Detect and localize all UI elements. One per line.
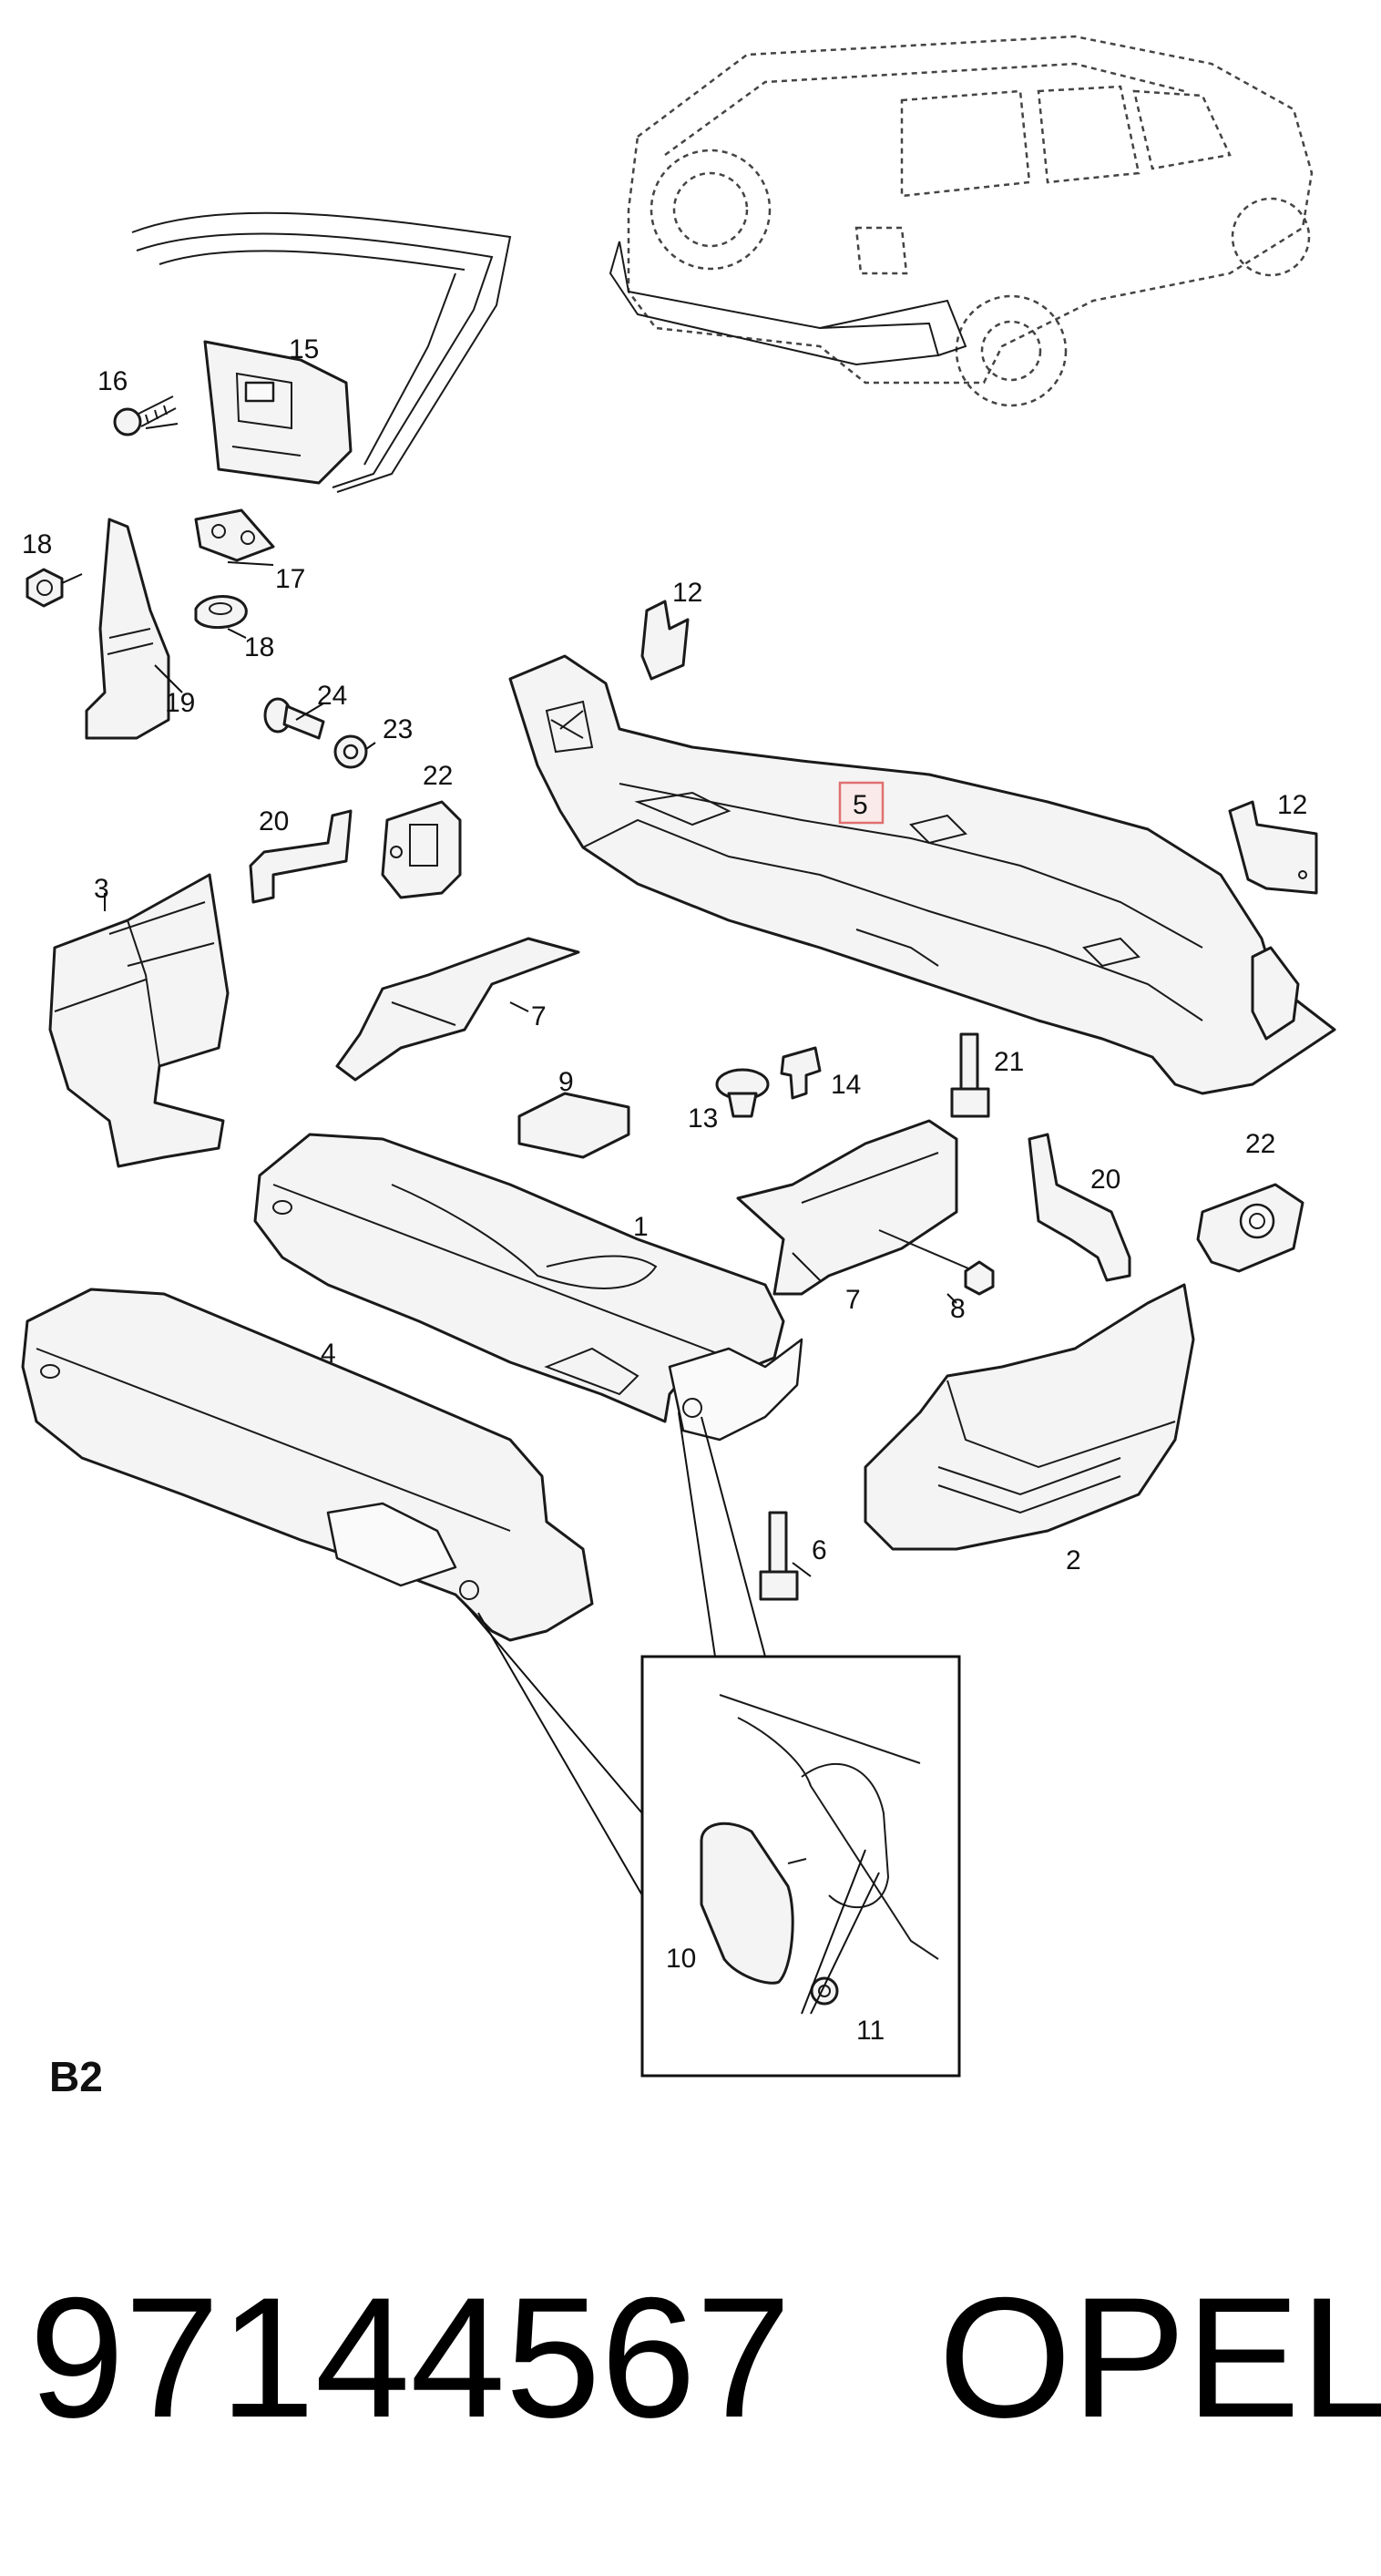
bumper-cover-4 [21,1288,594,1642]
nut-18 [26,568,64,608]
bracket-22-left [381,800,462,899]
callout-24: 24 [317,681,347,711]
callout-15: 15 [289,334,319,364]
callout-1: 1 [633,1212,649,1242]
callout-23: 23 [383,714,413,744]
clip-13 [715,1068,770,1118]
callout-11: 11 [856,2016,885,2046]
callout-7-lower: 7 [845,1285,861,1315]
bolt-8 [878,1229,995,1296]
sheet-label: B2 [49,2053,103,2100]
callout-9: 9 [558,1067,574,1097]
bolt-21 [950,1032,990,1118]
end-cap-3 [48,873,230,1168]
reinforcement-beam-5 [508,654,1336,1095]
callout-17: 17 [275,564,305,594]
clip-14 [780,1046,822,1100]
callout-2: 2 [1066,1545,1081,1575]
bolt-24 [263,697,325,740]
callout-22-left: 22 [423,761,453,791]
bracket-7-lower [736,1119,958,1296]
washer-23 [333,734,368,769]
bolt-16 [113,395,177,436]
callout-20-right: 20 [1090,1165,1120,1195]
callout-14: 14 [831,1070,861,1100]
detail-inset [640,1655,961,2078]
callout-22-right: 22 [1245,1129,1275,1159]
bracket-12-right [1228,800,1318,895]
callout-7-upper: 7 [531,1001,547,1031]
callout-labels: 1 2 3 4 5 6 7 7 8 9 10 11 12 12 13 14 15… [22,334,1307,2046]
callout-16: 16 [97,366,128,396]
pad-9 [517,1092,630,1159]
callout-20-left: 20 [259,806,289,836]
callout-5-highlight [838,781,885,825]
bracket-12-top [640,600,690,681]
callout-6: 6 [812,1535,827,1565]
hinge-bracket [203,340,353,485]
bracket-19 [85,518,170,740]
callout-18-right: 18 [244,632,274,662]
callout-4: 4 [321,1339,336,1369]
callout-19: 19 [165,688,195,718]
callout-18-left: 18 [22,529,52,559]
callout-12-right: 12 [1277,790,1307,820]
brand-name: OPEL [938,2262,1381,2453]
callout-3: 3 [94,874,109,904]
bracket-7-upper [335,937,580,1082]
bumper-cover-1 [253,1133,803,1442]
callout-12-top: 12 [672,578,702,608]
vehicle-outline [609,35,1314,407]
window-seal [131,211,512,493]
nut-plate-17 [194,508,275,562]
bracket-20-left [249,809,353,904]
bracket-20-right [1028,1133,1131,1282]
callout-21: 21 [994,1047,1024,1077]
part-number: 97144567 [29,2262,791,2453]
end-cap-2 [864,1283,1195,1551]
callout-13: 13 [688,1103,718,1134]
callout-10: 10 [666,1944,696,1974]
bracket-22-right [1196,1183,1304,1273]
callout-5: 5 [853,790,868,820]
leader-lines [61,423,957,2015]
bolt-6 [759,1511,799,1601]
clip-18 [194,595,248,630]
callout-8: 8 [950,1294,966,1324]
